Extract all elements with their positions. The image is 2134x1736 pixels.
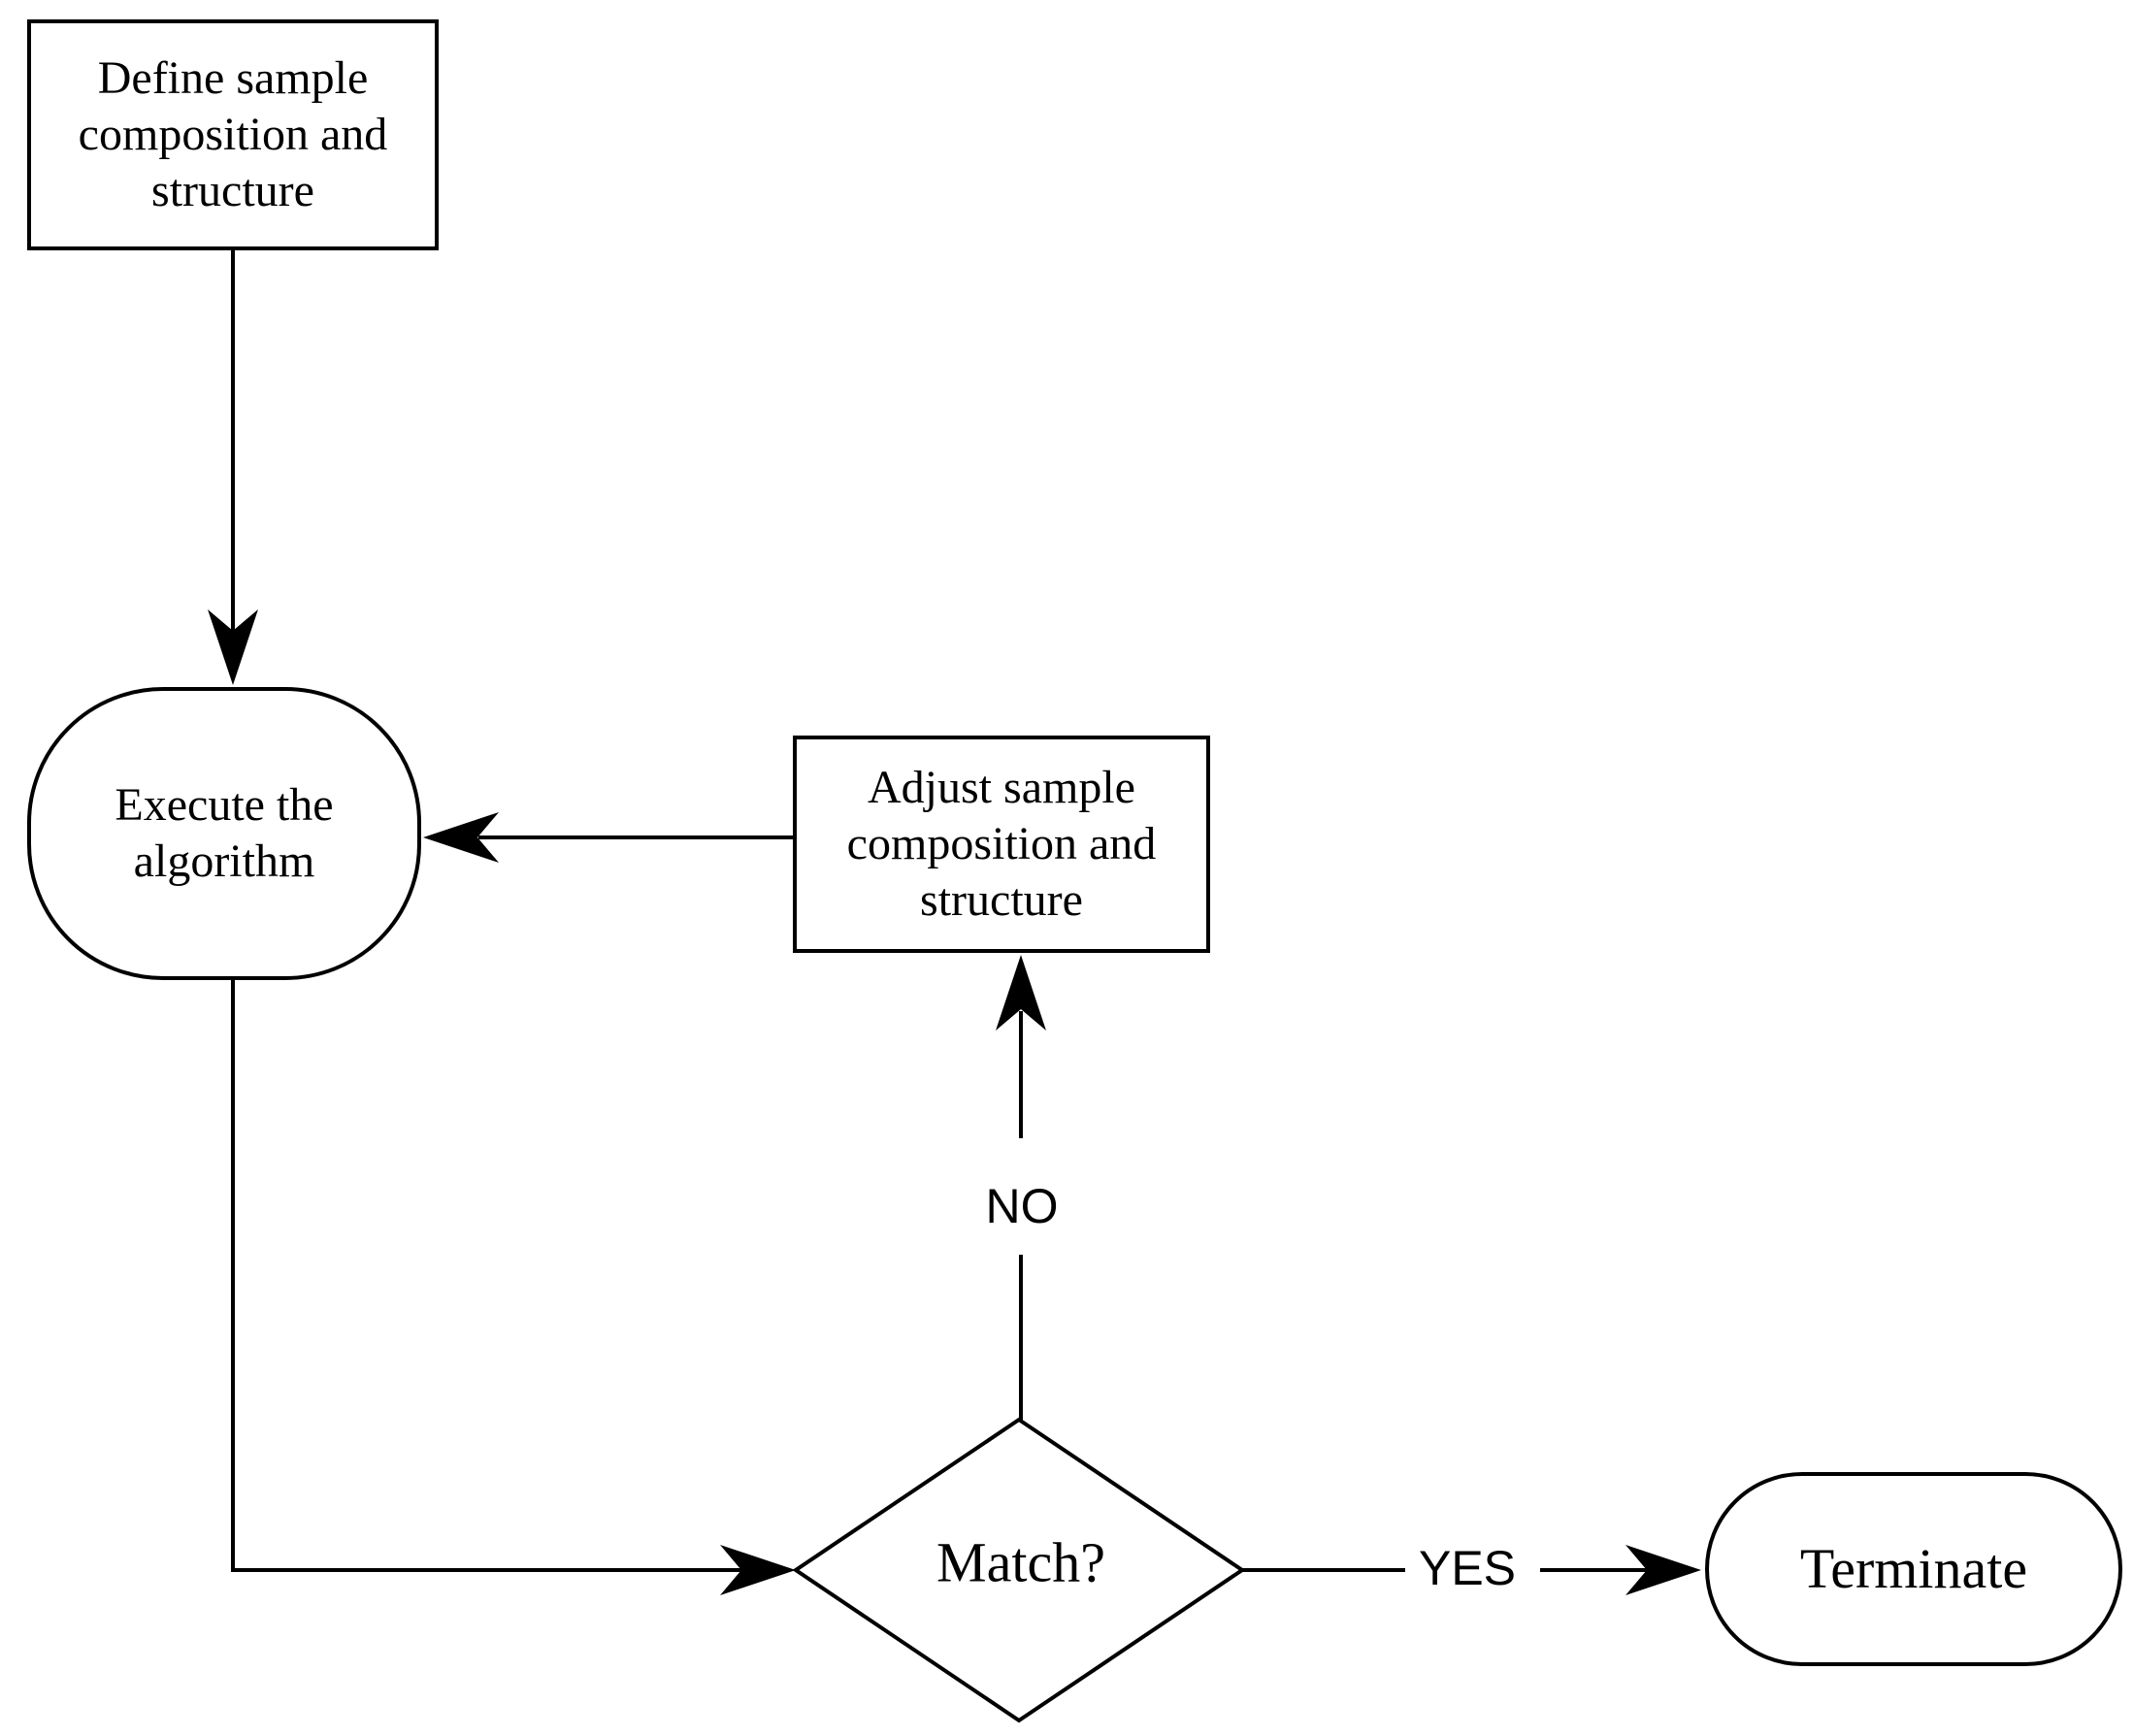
node-terminate-label: Terminate — [1799, 1537, 2028, 1600]
edge-execute-match-line — [231, 978, 741, 1572]
edge-lines — [231, 248, 1649, 1572]
node-terminate: Terminate — [1705, 1472, 2122, 1666]
arrowheads — [208, 609, 1701, 1595]
node-execute-label: Execute the algorithm — [115, 779, 334, 887]
edge-label-yes: YES — [1418, 1541, 1517, 1595]
decision-node-match-shape — [792, 1417, 1246, 1723]
node-match-label: Match? — [936, 1530, 1105, 1594]
edge-label-no: NO — [985, 1179, 1059, 1233]
arrowhead-define-execute — [208, 609, 258, 685]
arrowhead-match-adjust — [996, 955, 1046, 1031]
node-adjust: Adjust sample composition and structure — [793, 736, 1210, 953]
node-execute: Execute the algorithm — [27, 687, 421, 980]
node-define: Define sample composition and structure — [27, 19, 439, 250]
arrowhead-execute-match — [720, 1545, 796, 1595]
arrowhead-adjust-execute — [423, 812, 499, 863]
arrowhead-match-terminate — [1625, 1545, 1701, 1595]
node-define-label: Define sample composition and structure — [78, 52, 388, 216]
node-adjust-label: Adjust sample composition and structure — [846, 762, 1157, 926]
